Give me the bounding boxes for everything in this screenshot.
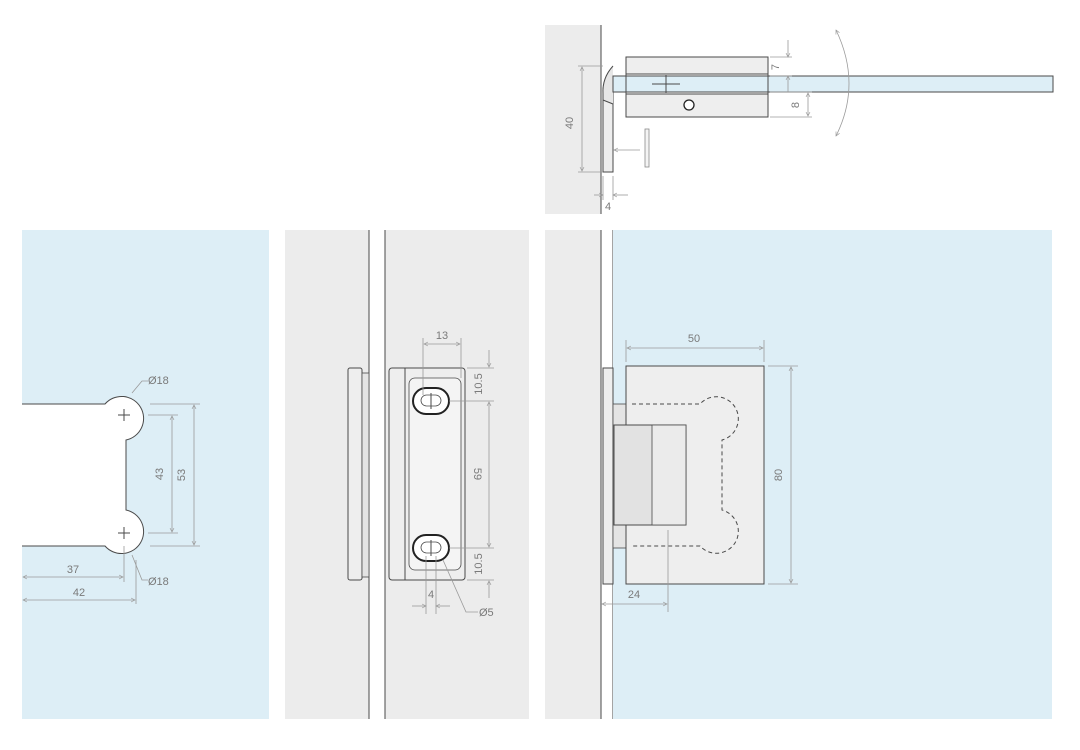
cutout-outline [22, 395, 145, 555]
top-plan-view: 40 4 7 8 [545, 25, 1054, 214]
dim-80-label: 80 [773, 469, 785, 481]
dim-42-label: 42 [73, 587, 85, 599]
dim-4-mid-label: 4 [428, 589, 434, 601]
rotation-arrow [836, 30, 850, 136]
wall-section [545, 25, 601, 214]
right-side-view: 50 80 24 [545, 230, 1052, 719]
dim-dia18-bottom-label: Ø18 [148, 576, 169, 588]
dim-dia18-top-label: Ø18 [148, 375, 169, 387]
glass-pane-top-view [612, 75, 1054, 93]
dim-13-label: 13 [436, 330, 448, 342]
side-wall-plate [602, 367, 614, 585]
dim-4-label: 4 [605, 201, 611, 213]
glass-edge-strip [369, 230, 385, 719]
clamp-plate-outer [625, 56, 769, 75]
left-glass-cutout-view: Ø18 Ø18 43 53 37 42 [22, 230, 269, 719]
dim-7-label: 7 [770, 64, 782, 70]
clamp-plate-inner [625, 93, 769, 118]
hidden-cutout-outline [632, 396, 739, 554]
dim-40-label: 40 [564, 117, 576, 129]
dim-59-label: 59 [471, 468, 483, 480]
dim-24-label: 24 [628, 589, 640, 601]
dim-10-5-bottom-label: 10.5 [473, 553, 485, 574]
middle-front-view: 13 10.5 59 10.5 4 Ø5 [285, 230, 529, 719]
wall-side [545, 230, 601, 719]
glass-panel-cutout [22, 230, 269, 719]
dim-37-label: 37 [67, 564, 79, 576]
dim-50-label: 50 [688, 333, 700, 345]
screw-hole [683, 99, 695, 111]
dim-8-label: 8 [790, 102, 802, 108]
dim-43-label: 43 [154, 468, 166, 480]
dim-10-5-top-label: 10.5 [473, 373, 485, 394]
dim-53-label: 53 [176, 469, 188, 481]
shim-plate [644, 128, 650, 168]
hinge-knuckle [602, 65, 614, 105]
dim-dia5-label: Ø5 [479, 607, 494, 619]
back-plate [347, 367, 363, 581]
